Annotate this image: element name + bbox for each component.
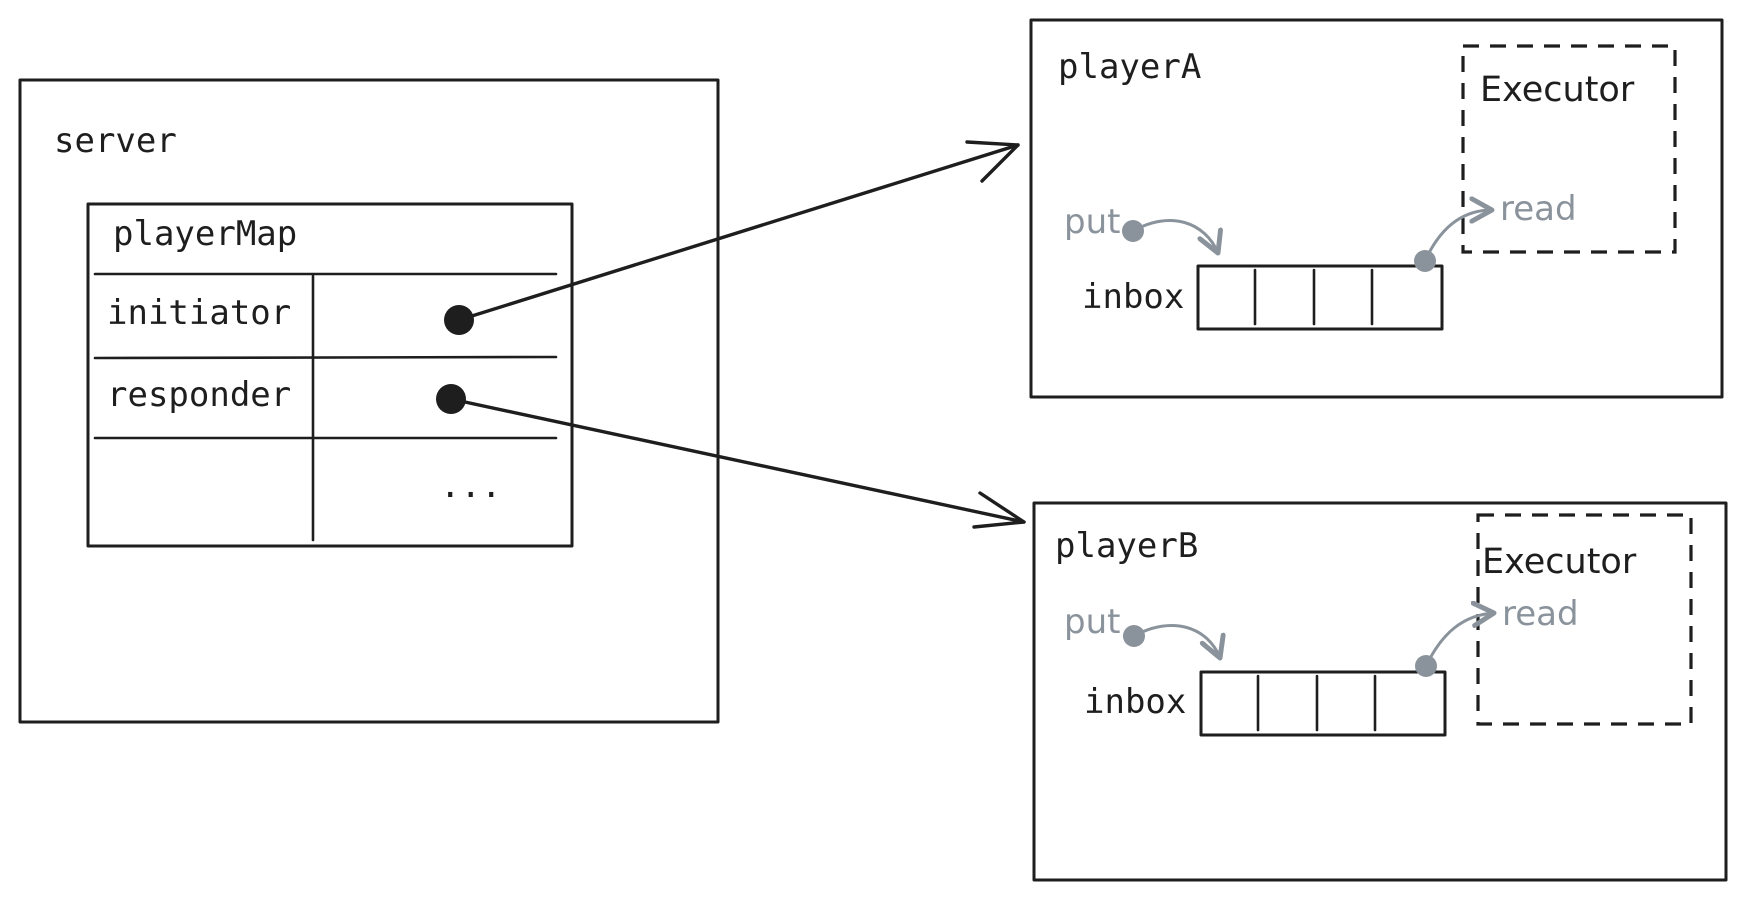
read-arrow xyxy=(1424,613,1494,668)
put-label: put xyxy=(1064,602,1120,642)
table-row: initiator xyxy=(107,293,474,335)
executor-label: Executor xyxy=(1482,542,1637,582)
table-row-key: responder xyxy=(107,375,291,415)
executor-box xyxy=(1461,44,1677,254)
player-b-border xyxy=(1032,501,1728,882)
arrow-line xyxy=(457,143,1020,322)
executor-label: Executor xyxy=(1480,70,1635,110)
server-label: server xyxy=(54,121,177,161)
arrow-head xyxy=(972,491,1026,529)
put-arrow xyxy=(1131,219,1218,253)
player-b-box: playerB Executor read put inbox xyxy=(1032,501,1728,882)
table-row: responder xyxy=(107,375,466,415)
inbox-label: inbox xyxy=(1084,682,1186,722)
arrow-line xyxy=(449,397,1026,524)
read-label: read xyxy=(1502,594,1579,634)
table-row-key: initiator xyxy=(107,293,291,333)
player-a-box: playerA Executor read put inbox xyxy=(1029,18,1724,399)
put-label: put xyxy=(1064,202,1120,242)
arrow-initiator-to-player-a xyxy=(457,140,1020,322)
inbox-queue-border xyxy=(1196,264,1444,331)
read-arrow xyxy=(1423,210,1492,263)
arrow-head xyxy=(965,140,1020,183)
inbox-queue xyxy=(1196,264,1444,331)
arrow-responder-to-player-b xyxy=(449,397,1026,529)
inbox-queue xyxy=(1199,670,1447,737)
player-map-title: playerMap xyxy=(113,214,297,254)
read-label: read xyxy=(1500,189,1577,229)
server-box-border xyxy=(18,78,720,724)
player-map-table: playerMap initiator responder ... xyxy=(86,202,574,548)
inbox-queue-border xyxy=(1199,670,1447,737)
player-a-border xyxy=(1029,18,1724,399)
table-row-divider xyxy=(93,355,558,360)
player-map-border xyxy=(86,202,574,548)
player-b-label: playerB xyxy=(1055,526,1198,566)
inbox-label: inbox xyxy=(1082,277,1184,317)
table-row: ... xyxy=(440,466,501,506)
put-arrow xyxy=(1132,624,1220,658)
server-box: server playerMap initiator responder ... xyxy=(18,78,720,724)
player-a-label: playerA xyxy=(1058,47,1201,87)
table-row-value: ... xyxy=(440,466,501,506)
